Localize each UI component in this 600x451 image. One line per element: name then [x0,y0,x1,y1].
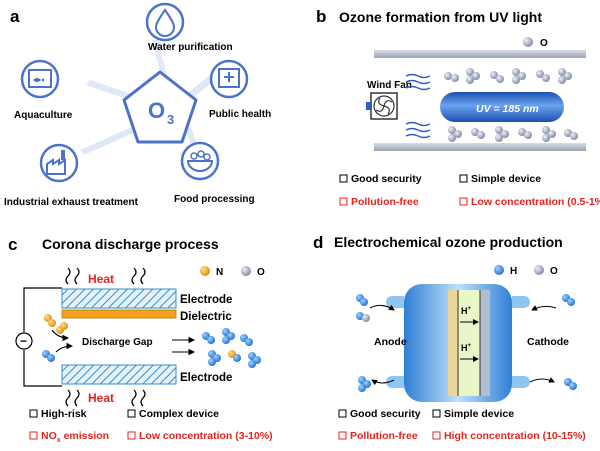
radiating-arrows [80,40,215,155]
discharge-gap-label: Discharge Gap [82,337,153,348]
water-drop-icon [145,2,185,42]
cathode-label: Cathode [527,336,569,348]
panel-b-letter: b [316,7,326,26]
panel-c-title: Corona discharge process [42,236,219,252]
legend-h-atom [494,265,504,275]
wind-fan-label: Wind Fan [367,80,412,91]
ozone-pentagon: O 3 [122,70,198,144]
panel-b-title: Ozone formation from UV light [339,9,542,25]
legend-o-label: O [540,38,548,49]
circuit-wire [23,287,62,387]
proton-label-1: H+ [461,306,472,316]
legend-h-label: H [510,266,517,277]
legend-o-atom-c [241,266,251,276]
c-con-complex: Complex device [139,408,219,420]
c-con-concentration: Low concentration (3-10%) [139,430,273,442]
heat-waves-top [65,267,146,285]
heat-top-label: Heat [88,272,114,286]
dielectric-label: Dielectric [180,311,232,323]
oxygen-molecules [444,68,578,142]
panel-d-letter: d [313,233,323,252]
legend-o-label-c: O [257,267,265,278]
panel-a-letter: a [10,7,20,26]
panel-d: d Electrochemical ozone production H O H… [313,233,586,442]
app-aquaculture-label: Aquaculture [14,110,73,121]
panel-b-pros-cons: Good security Simple device Pollution-fr… [339,173,600,208]
panel-c-pros-cons: High-risk Complex device NOx emission Lo… [29,408,273,444]
fan-icon [366,92,398,120]
food-bowl-icon [180,141,220,181]
anode-label: Anode [374,336,407,348]
electrode-top [61,288,177,309]
panel-b: b Ozone formation from UV light O Wind F… [316,7,600,208]
electrochemical-cell [386,284,530,402]
incoming-molecules [42,314,68,362]
legend-o-label-d: O [550,266,558,277]
power-source-icon [15,332,33,350]
inflow-arrows [51,329,74,353]
legend-n-label: N [216,267,223,278]
outflow-arrows [172,336,196,356]
chamber-bottom-wall [374,143,586,151]
uv-wavelength-label: UV = 185 nm [476,103,539,115]
uv-lamp: UV = 185 nm [440,92,564,122]
b-pro-simple: Simple device [471,173,541,185]
electrode-top-label: Electrode [180,294,232,306]
b-con-concentration: Low concentration (0.5-1%) [471,196,600,208]
app-food-label: Food processing [174,194,255,205]
app-industrial-label: Industrial exhaust treatment [4,197,139,208]
legend-o-atom-d [534,265,544,275]
b-pro-security: Good security [351,173,422,185]
chamber-top-wall [374,50,586,58]
factory-icon [39,143,79,183]
heat-waves-bottom [65,389,146,407]
anode-flow [356,294,395,392]
panel-c-letter: c [8,235,17,254]
wind-arrows [405,73,431,139]
cathode-flow [529,294,577,390]
app-health-label: Public health [209,109,271,120]
d-pro-concentration: High concentration (10-15%) [444,430,586,442]
ozone-symbol: O [148,98,165,123]
hospital-icon [209,59,249,99]
proton-label-2: H+ [461,343,472,353]
ozone-subscript: 3 [167,112,174,127]
panel-c: c Corona discharge process N O Heat − El… [8,235,273,444]
dielectric-layer [61,309,177,319]
app-water-label: Water purification [148,42,233,53]
b-con-pollution: Pollution-free [351,196,419,208]
legend-o-atom [523,37,533,47]
electrode-bottom [61,364,177,385]
panel-d-pros-cons: Good security Simple device Pollution-fr… [338,408,586,442]
outgoing-molecules [202,328,261,368]
panel-a: a O 3 Water purification Public health [4,2,271,208]
c-con-risk: High-risk [41,408,87,420]
d-pro-security: Good security [350,408,421,420]
heat-bottom-label: Heat [88,391,114,405]
d-pro-simple: Simple device [444,408,514,420]
c-con-nox: NOx emission [41,430,109,444]
fish-tank-icon [20,59,60,99]
power-minus: − [20,334,27,348]
legend-n-atom [200,266,210,276]
d-pro-pollution: Pollution-free [350,430,418,442]
electrode-bottom-label: Electrode [180,372,232,384]
panel-d-title: Electrochemical ozone production [334,234,563,250]
